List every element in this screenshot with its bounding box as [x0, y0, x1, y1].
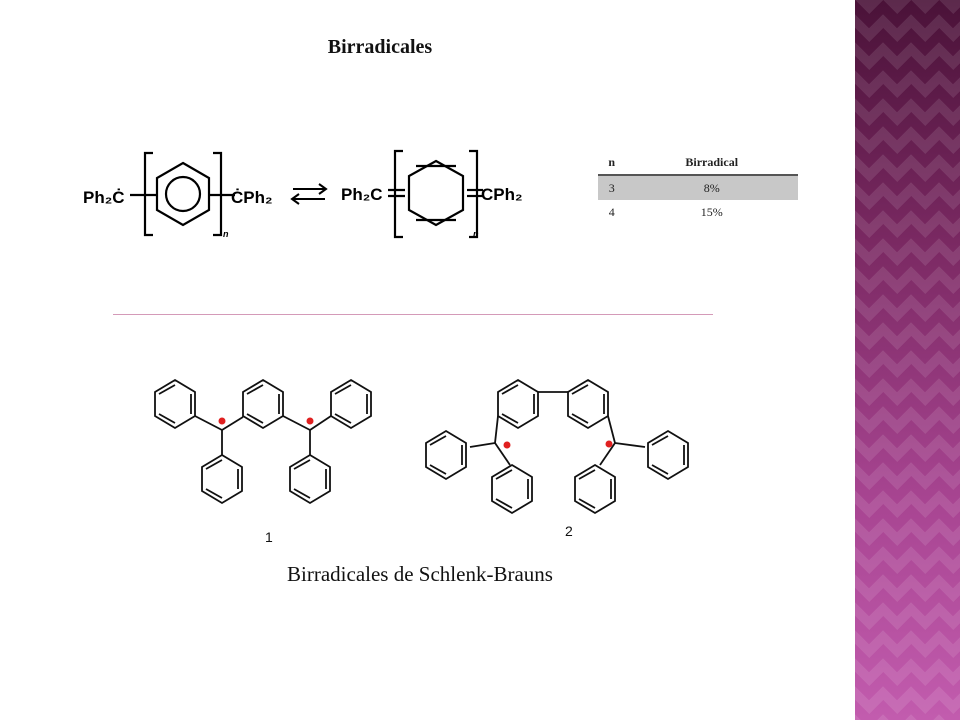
column-header-birradical: Birradical: [625, 150, 798, 176]
reaction-scheme: Ph₂Ċ n ĊPh₂ Ph₂C: [83, 149, 523, 239]
page-title: Birradicales: [327, 36, 433, 58]
decorative-side-band: [855, 0, 960, 720]
radical-dot: [605, 440, 613, 448]
figure-caption: Birradicales de Schlenk-Brauns: [287, 562, 553, 586]
table-cell-n: 4: [608, 204, 615, 219]
left-group-label: Ph₂Ċ: [83, 188, 125, 207]
structure-2: [425, 378, 689, 515]
table-header-row: n Birradical: [598, 150, 798, 176]
structure-1-label: 1: [265, 529, 273, 545]
quinoid-repeat-unit: [388, 149, 483, 239]
table-cell-n: 3: [598, 175, 626, 200]
divider-line: [113, 314, 713, 315]
radical-dot: [306, 417, 314, 425]
right-group-label: ĊPh₂: [231, 188, 273, 207]
equilibrium-arrow-icon: [290, 183, 328, 205]
column-header-n: n: [598, 150, 626, 176]
radical-dot: [218, 417, 226, 425]
repeat-subscript: n: [223, 229, 229, 239]
table-row: 3 8%: [598, 175, 798, 200]
structure-2-label: 2: [565, 523, 573, 539]
table-row: 4 15%: [598, 200, 798, 224]
quinoid-right-label: CPh₂: [481, 185, 523, 204]
quinoid-left-label: Ph₂C: [341, 185, 383, 204]
birradical-table: n Birradical 3 8% 4 15%: [598, 150, 798, 224]
quinoid-repeat-subscript: n: [473, 229, 479, 239]
structure-1: [154, 378, 372, 505]
schlenk-brauns-structures: 1 2: [154, 378, 689, 545]
radical-dot: [503, 441, 511, 449]
table-cell-birradical: 15%: [700, 204, 723, 219]
benzene-repeat-unit: [130, 151, 235, 237]
table-cell-birradical: 8%: [625, 175, 798, 200]
